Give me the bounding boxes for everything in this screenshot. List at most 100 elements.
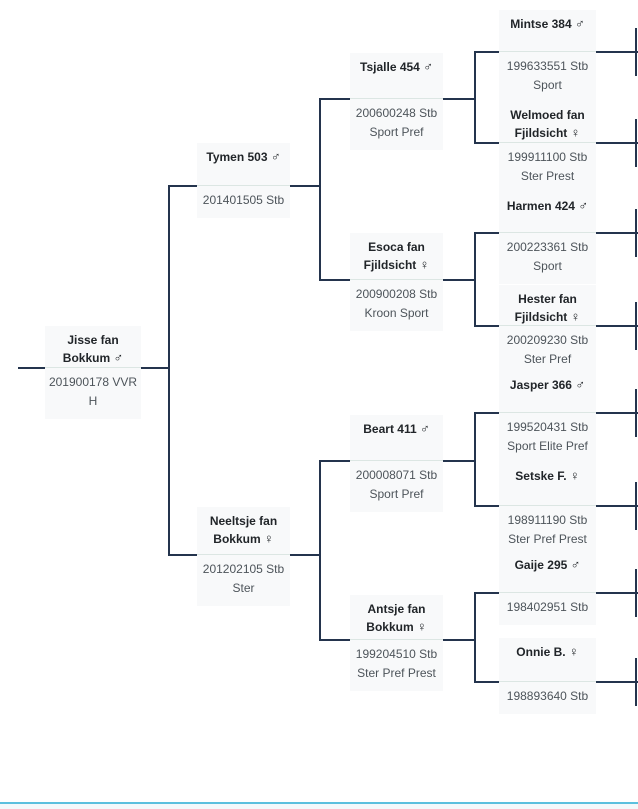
pedigree-box-g4-6[interactable]: Setske F. ♀ 198911190 Stb Ster Pref Pres… [499,462,596,557]
horse-name[interactable]: Tymen 503 ♂ [197,143,290,186]
pedigree-box-dam[interactable]: Neeltsje fan Bokkum ♀ 201202105 Stb Ster [197,507,290,606]
horse-name-text: Beart 411 [363,422,417,436]
connector-line [141,367,170,369]
connector-line [596,505,638,507]
pedigree-box-g3-1[interactable]: Tsjalle 454 ♂ 200600248 Stb Sport Pref [350,53,443,150]
pedigree-box-g3-3[interactable]: Beart 411 ♂ 200008071 Stb Sport Pref [350,415,443,512]
horse-name-text: Gaije 295 [514,558,568,572]
pedigree-box-g4-7[interactable]: Gaije 295 ♂ 198402951 Stb [499,551,596,625]
connector-line [596,51,638,53]
horse-registration: 201401505 Stb [202,193,285,207]
pedigree-box-g4-4[interactable]: Hester fan Fjildsicht ♀ 200209230 Stb St… [499,285,596,377]
pedigree-box-sire[interactable]: Tymen 503 ♂ 201401505 Stb [197,143,290,218]
female-icon: ♀ [419,257,430,272]
connector-line [475,325,499,327]
horse-name[interactable]: Antsje fan Bokkum ♀ [350,595,443,640]
horse-registration: 199520431 Stb Sport Elite Pref [506,420,589,453]
horse-name-text: Neeltsje fan Bokkum [209,514,278,546]
horse-name[interactable]: Mintse 384 ♂ [499,10,596,52]
connector-line [443,460,476,462]
male-icon: ♂ [578,198,589,213]
pedigree-box-g3-4[interactable]: Antsje fan Bokkum ♀ 199204510 Stb Ster P… [350,595,443,691]
horse-name[interactable]: Tsjalle 454 ♂ [350,53,443,99]
horse-name-text: Harmen 424 [506,199,575,213]
connector-line [319,460,321,641]
connector-line [635,658,637,706]
connector-line [475,592,499,594]
horse-registration: 198911190 Stb Ster Pref Prest [507,513,588,546]
horse-name-text: Welmoed fan Fjildsicht [510,108,585,140]
connector-line [321,98,350,100]
connector-line [475,412,499,414]
connector-line [321,639,350,641]
connector-line [596,681,638,683]
connector-line [475,51,499,53]
pedigree-box-g3-2[interactable]: Esoca fan Fjildsicht ♀ 200900208 Stb Kro… [350,233,443,331]
horse-registration: 198893640 Stb [506,689,589,703]
horse-name-text: Esoca fan Fjildsicht [363,240,425,272]
horse-name-text: Hester fan Fjildsicht [514,292,577,324]
horse-registration: 200008071 Stb Sport Pref [355,468,438,501]
horse-name[interactable]: Setske F. ♀ [499,462,596,506]
connector-line [290,554,321,556]
horse-registration: 200600248 Stb Sport Pref [355,106,438,139]
connector-line [169,185,197,187]
connector-line [635,389,637,437]
pedigree-box-g4-1[interactable]: Mintse 384 ♂ 199633551 Stb Sport [499,10,596,103]
pedigree-box-g4-2[interactable]: Welmoed fan Fjildsicht ♀ 199911100 Stb S… [499,101,596,194]
female-icon: ♀ [569,468,580,483]
connector-line [635,302,637,350]
connector-line [596,142,638,144]
connector-line [168,185,170,556]
horse-registration: 200223361 Stb Sport [506,240,589,273]
horse-name[interactable]: Beart 411 ♂ [350,415,443,461]
connector-line [635,209,637,257]
horse-registration: 198402951 Stb [506,600,589,614]
connector-line [596,232,638,234]
horse-name-text: Antsje fan Bokkum [366,602,426,634]
male-icon: ♂ [574,16,585,31]
horse-name[interactable]: Harmen 424 ♂ [499,192,596,233]
connector-line [475,232,499,234]
horse-name[interactable]: Neeltsje fan Bokkum ♀ [197,507,290,555]
connector-line [635,482,637,530]
male-icon: ♂ [113,350,124,365]
horse-name[interactable]: Jasper 366 ♂ [499,371,596,413]
pedigree-box-g4-3[interactable]: Harmen 424 ♂ 200223361 Stb Sport [499,192,596,284]
horse-name-text: Onnie B. [516,645,566,659]
connector-line [443,279,476,281]
section-below-strip [0,804,638,809]
horse-registration: 199204510 Stb Ster Pref Prest [355,647,438,680]
connector-line [596,325,638,327]
horse-registration: 199633551 Stb Sport [506,59,589,92]
connector-line [321,279,350,281]
horse-name-text: Jisse fan Bokkum [62,333,119,365]
horse-name[interactable]: Esoca fan Fjildsicht ♀ [350,233,443,280]
horse-name[interactable]: Gaije 295 ♂ [499,551,596,593]
horse-name[interactable]: Onnie B. ♀ [499,638,596,682]
connector-line [18,367,45,369]
connector-line [474,592,476,683]
pedigree-box-g4-8[interactable]: Onnie B. ♀ 198893640 Stb [499,638,596,714]
connector-line [443,98,476,100]
horse-name[interactable]: Jisse fan Bokkum ♂ [45,326,141,368]
connector-line [635,569,637,617]
connector-line [319,98,321,281]
horse-name-text: Tsjalle 454 [360,60,420,74]
connector-line [474,51,476,144]
horse-registration: 201202105 Stb Ster [202,562,285,595]
horse-registration: 200209230 Stb Ster Pref [506,333,589,366]
connector-line [635,119,637,167]
female-icon: ♀ [568,644,579,659]
horse-name[interactable]: Hester fan Fjildsicht ♀ [499,285,596,326]
section-divider-rule [0,802,638,804]
connector-line [474,412,476,507]
horse-name-text: Mintse 384 [510,17,572,31]
female-icon: ♀ [570,309,581,324]
pedigree-box-root[interactable]: Jisse fan Bokkum ♂ 201900178 VVR H [45,326,141,419]
horse-name-text: Setske F. [515,469,567,483]
connector-line [321,460,350,462]
pedigree-box-g4-5[interactable]: Jasper 366 ♂ 199520431 Stb Sport Elite P… [499,371,596,464]
horse-name[interactable]: Welmoed fan Fjildsicht ♀ [499,101,596,143]
connector-line [475,505,499,507]
